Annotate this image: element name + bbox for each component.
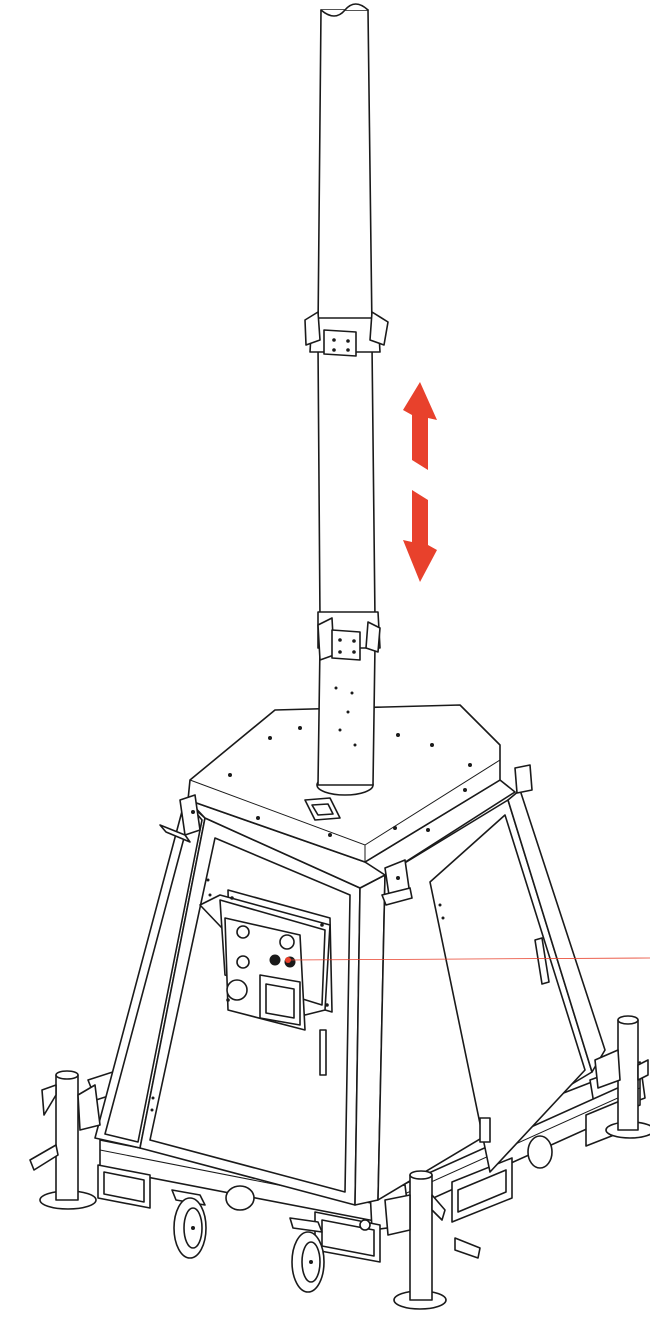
caster-wheel-front xyxy=(289,1217,325,1293)
stabilizer-jack-front xyxy=(384,1170,481,1310)
control-panel xyxy=(199,889,333,1031)
caster-wheels xyxy=(171,1135,553,1293)
caster-wheel-left xyxy=(171,1189,207,1259)
stabilizer-jack-left xyxy=(29,1070,101,1210)
caster-wheel-back xyxy=(225,1135,553,1211)
lifting-brackets xyxy=(159,764,533,906)
mast xyxy=(317,3,376,786)
callout-leader xyxy=(285,957,650,963)
arrow-up-icon xyxy=(403,382,437,470)
mast-clamp-upper xyxy=(304,311,389,357)
stabilizer-jack-right xyxy=(594,1015,650,1139)
mast-clamp-lower xyxy=(317,611,381,661)
arrow-down-icon xyxy=(403,490,437,582)
